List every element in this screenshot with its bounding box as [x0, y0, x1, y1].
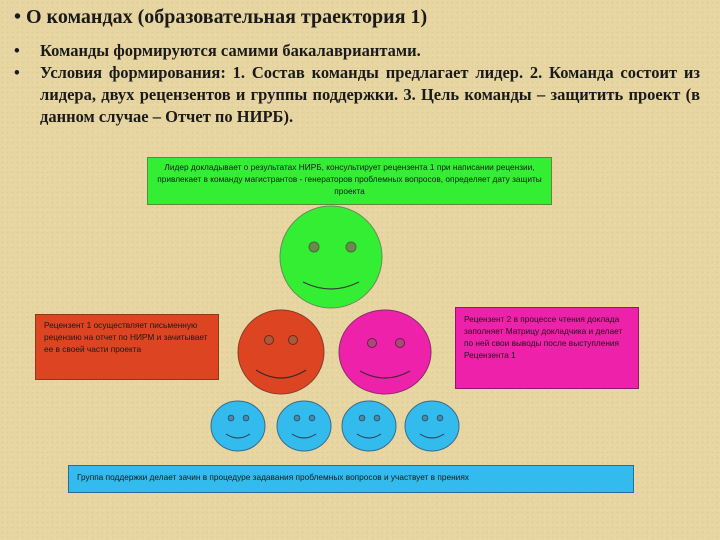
reviewer2-smiley-icon: [338, 309, 432, 395]
bullet-marker: •: [14, 41, 20, 60]
bullet-item-1: • Команды формируются самими бакалавриан…: [14, 40, 700, 62]
support-smiley-icon: [276, 400, 332, 452]
bullet-marker: •: [14, 63, 20, 82]
reviewer2-description-box: Рецензент 2 в процессе чтения доклада за…: [455, 307, 639, 389]
slide-title: • О командах (образовательная траектория…: [14, 6, 428, 28]
support-smiley-icon: [341, 400, 397, 452]
reviewer1-smiley-icon: [237, 309, 325, 395]
leader-description-box: Лидер докладывает о результатах НИРБ, ко…: [147, 157, 552, 205]
support-smiley-icon: [404, 400, 460, 452]
bullet-list: • Команды формируются самими бакалавриан…: [14, 40, 700, 128]
support-group-description-box: Группа поддержки делает зачин в процедур…: [68, 465, 634, 493]
bullet-text-1: Команды формируются самими бакалаврианта…: [40, 41, 421, 60]
support-smiley-icon: [210, 400, 266, 452]
leader-smiley-icon: [279, 205, 383, 309]
bullet-item-2: • Условия формирования: 1. Состав команд…: [14, 62, 700, 128]
bullet-text-2: Условия формирования: 1. Состав команды …: [40, 63, 700, 126]
reviewer1-description-box: Рецензент 1 осуществляет письменную реце…: [35, 314, 219, 380]
